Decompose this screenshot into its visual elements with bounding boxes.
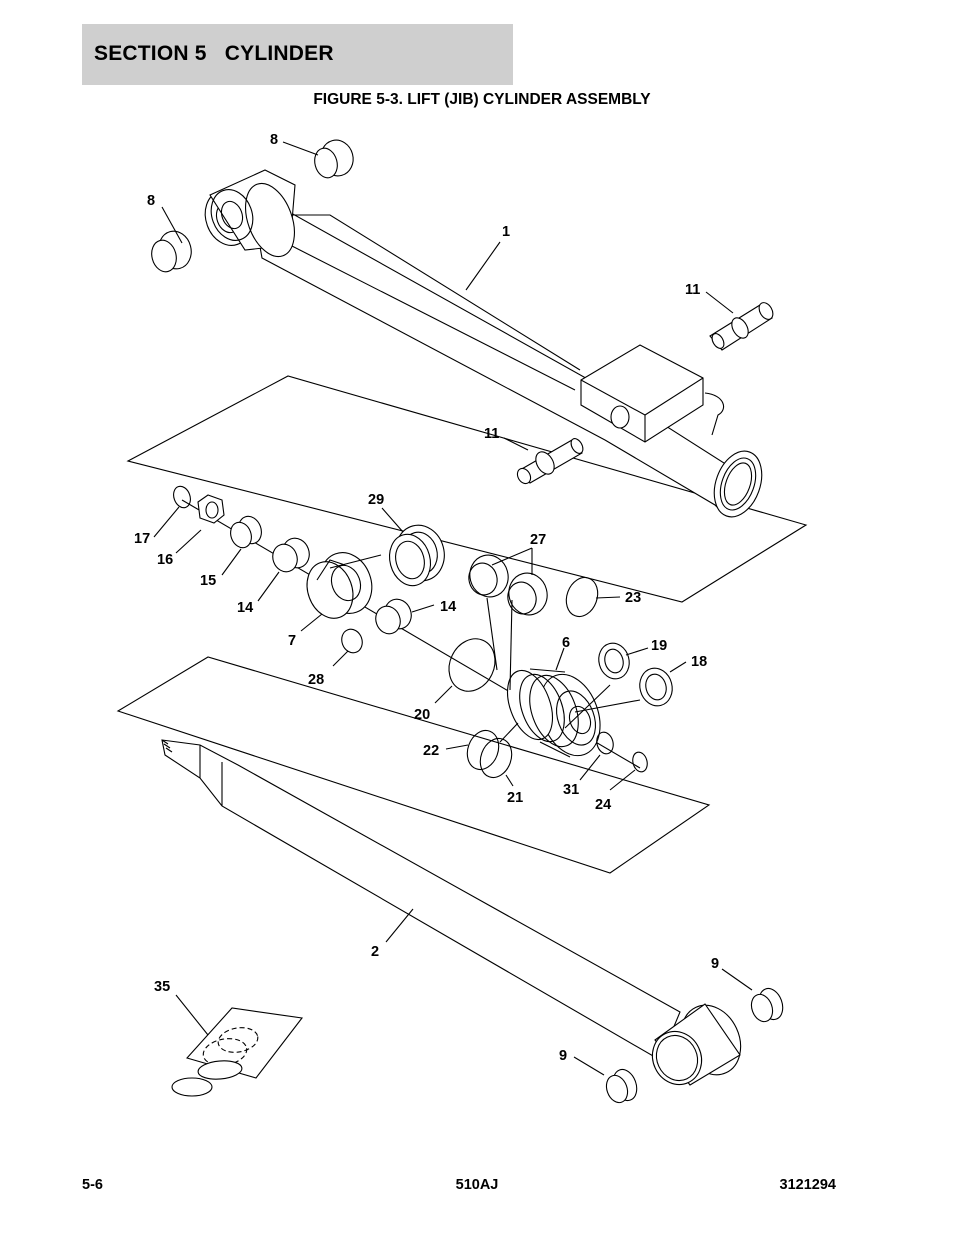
- callout-19: 19: [651, 638, 667, 654]
- o-ring-23-part: [565, 576, 599, 618]
- callout-11-lower: 11: [484, 426, 499, 442]
- ring-24-part: [632, 751, 648, 773]
- bushing-27-lower-part: [507, 572, 548, 616]
- callout-9-lower: 9: [559, 1048, 567, 1064]
- wiper-19-part: [598, 642, 630, 680]
- callout-16: 16: [157, 552, 173, 568]
- o-ring-20-part: [448, 638, 496, 692]
- callout-17: 17: [134, 531, 150, 547]
- section-title: SECTION 5 CYLINDER: [94, 42, 334, 65]
- callout-18: 18: [691, 654, 707, 670]
- ring-22-part: [466, 729, 500, 771]
- callout-1: 1: [502, 224, 510, 240]
- callout-29: 29: [368, 492, 384, 508]
- callout-9-upper: 9: [711, 956, 719, 972]
- piston-7-part: [306, 552, 373, 619]
- callout-28: 28: [308, 672, 324, 688]
- callout-27: 27: [530, 532, 546, 548]
- bushing-8-left-part: [151, 230, 192, 273]
- callout-24: 24: [595, 797, 611, 813]
- callout-14-left: 14: [237, 600, 253, 616]
- callout-23: 23: [625, 590, 641, 606]
- callout-22: 22: [423, 743, 439, 759]
- seal-kit-35-part: [171, 1007, 304, 1097]
- model-name: 510AJ: [455, 1177, 499, 1193]
- document-number: 3121294: [779, 1177, 836, 1193]
- wear-ring-14-right-part: [375, 598, 412, 635]
- ring-17-part: [173, 485, 191, 509]
- callout-21: 21: [507, 790, 523, 806]
- callout-2: 2: [371, 944, 379, 960]
- seal-18-part: [639, 667, 673, 707]
- callout-15: 15: [200, 573, 216, 589]
- callout-8-left: 8: [147, 193, 155, 209]
- rod-group-plane: [116, 656, 711, 874]
- callout-7: 7: [288, 633, 296, 649]
- piston-rod-2-part: [161, 739, 742, 1086]
- figure-title: FIGURE 5-3. LIFT (JIB) CYLINDER ASSEMBLY: [313, 91, 651, 108]
- page-number: 5-6: [82, 1177, 103, 1193]
- callout-6: 6: [562, 635, 570, 651]
- spacer-15-part: [230, 515, 262, 549]
- fitting-11-lower-part: [516, 438, 584, 485]
- wear-ring-14-left-part: [272, 537, 310, 573]
- piston-group-plane: [126, 375, 808, 603]
- bushing-9-upper-part: [750, 987, 784, 1023]
- seal-29-part: [388, 524, 445, 587]
- ring-31-part: [596, 731, 614, 755]
- port-block-part: [580, 344, 704, 443]
- fitting-11-upper-part: [709, 302, 774, 351]
- o-ring-28-part: [341, 628, 363, 654]
- bushing-27-upper-part: [468, 554, 509, 598]
- nut-16-part: [197, 494, 225, 524]
- callout-31: 31: [563, 782, 579, 798]
- cylinder-head-6-part: [506, 668, 601, 758]
- callout-20: 20: [414, 707, 430, 723]
- callout-8-upper: 8: [270, 132, 278, 148]
- leader-lines: [153, 141, 753, 1076]
- callout-11-upper: 11: [685, 282, 700, 298]
- bushing-8-upper-part: [314, 139, 354, 179]
- section-header: SECTION 5 CYLINDER: [82, 24, 513, 85]
- cylinder-barrel-part: [204, 169, 763, 518]
- bushing-9-lower-part: [605, 1068, 638, 1104]
- callout-35: 35: [154, 979, 170, 995]
- callout-14-right: 14: [440, 599, 456, 615]
